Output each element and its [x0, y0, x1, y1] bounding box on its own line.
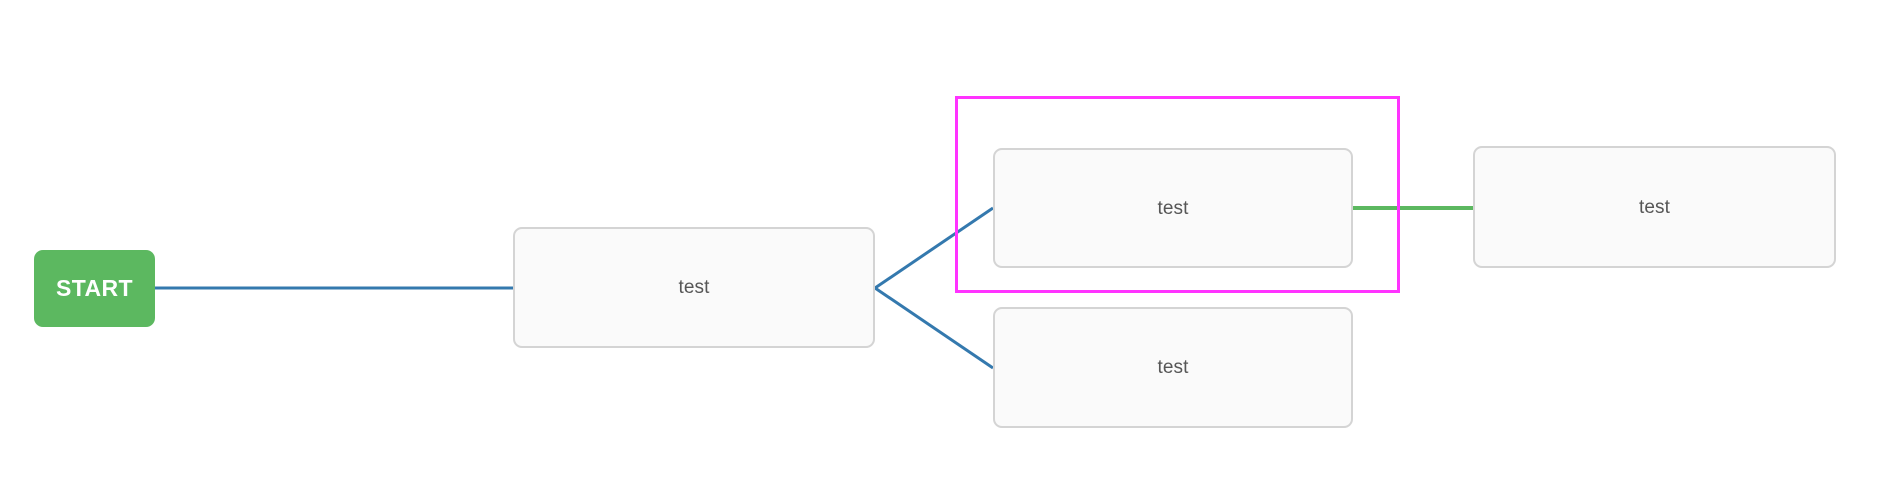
edge-step1-to-step3[interactable] [874, 286, 994, 370]
node-start[interactable]: START [34, 250, 155, 327]
node-step-4-label: test [1638, 196, 1671, 218]
edge-step1-to-step2[interactable] [874, 206, 994, 290]
node-step-1-label: test [678, 277, 710, 298]
node-step-3[interactable]: test [993, 307, 1353, 428]
node-step-2[interactable]: test [993, 148, 1353, 268]
node-step-3-label: test [1157, 357, 1189, 378]
node-step-1[interactable]: test [513, 227, 875, 348]
node-start-label: START [56, 275, 133, 301]
node-step-2-label: test [1157, 197, 1189, 219]
node-step-4[interactable]: test [1473, 146, 1836, 268]
